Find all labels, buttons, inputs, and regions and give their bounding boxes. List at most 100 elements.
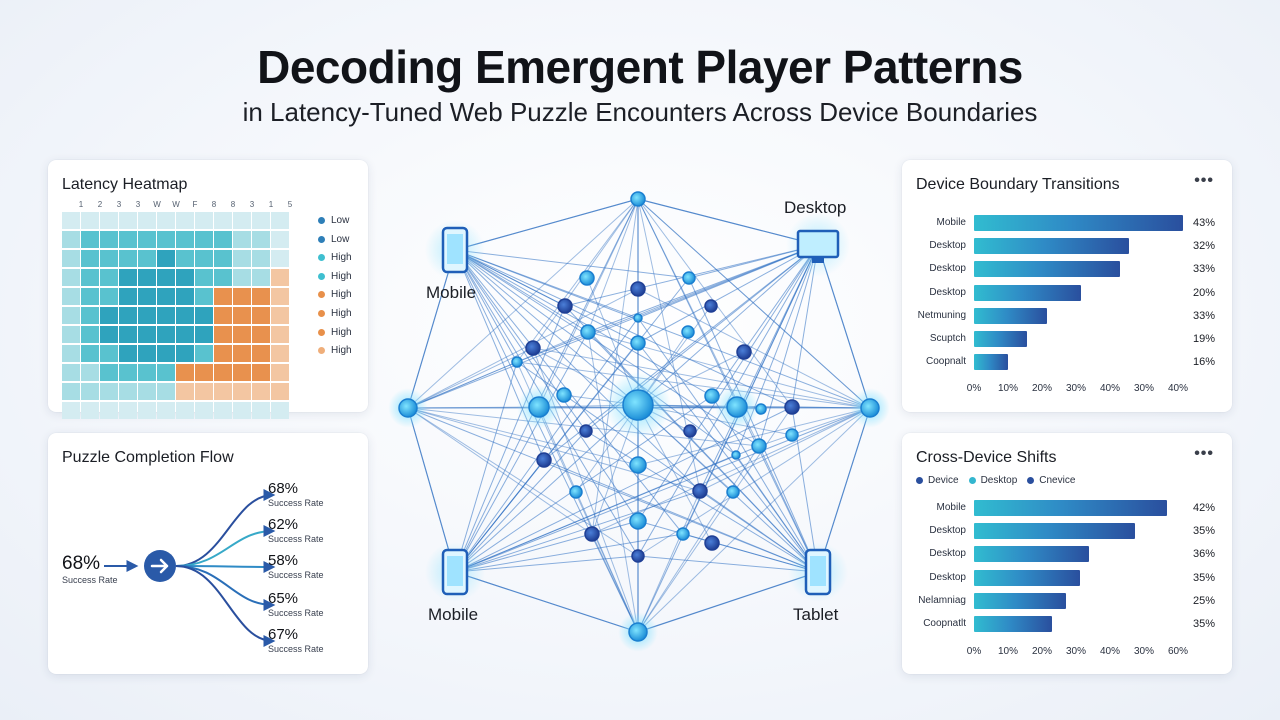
- bar[interactable]: [974, 500, 1168, 516]
- network-node[interactable]: [633, 313, 643, 323]
- heatmap-cell: [233, 307, 251, 324]
- heatmap-cell: [214, 307, 232, 324]
- heatmap-cell: [252, 326, 270, 343]
- network-node[interactable]: [704, 299, 718, 313]
- heatmap-cell: [176, 383, 194, 400]
- network-edge: [454, 331, 589, 573]
- network-node[interactable]: [726, 396, 748, 418]
- network-node[interactable]: [860, 398, 880, 418]
- bar[interactable]: [974, 284, 1081, 301]
- network-node[interactable]: [579, 424, 593, 438]
- heatmap-legend-item: High: [318, 308, 352, 319]
- heatmap-cell: [81, 307, 99, 324]
- heatmap-cell: [214, 345, 232, 362]
- heatmap-cell: [138, 307, 156, 324]
- network-node[interactable]: [569, 485, 583, 499]
- heatmap-cell: [233, 383, 251, 400]
- flow-connector: [175, 565, 276, 611]
- heatmap-cell: [271, 383, 289, 400]
- bar[interactable]: [974, 592, 1066, 609]
- network-node[interactable]: [628, 622, 648, 642]
- network-node[interactable]: [622, 389, 654, 421]
- bar[interactable]: [974, 523, 1135, 540]
- bar[interactable]: [974, 215, 1183, 231]
- bar[interactable]: [974, 569, 1080, 586]
- network-node[interactable]: [580, 324, 596, 340]
- heatmap-cell: [233, 345, 251, 362]
- heatmap-cell: [214, 383, 232, 400]
- network-node[interactable]: [579, 270, 595, 286]
- axis-tick-label: 40%: [1167, 383, 1188, 394]
- bar[interactable]: [974, 616, 1053, 632]
- bar[interactable]: [974, 261, 1120, 278]
- network-node[interactable]: [755, 403, 767, 415]
- network-node[interactable]: [676, 527, 690, 541]
- network-node[interactable]: [784, 399, 800, 415]
- heatmap-cell: [138, 250, 156, 267]
- network-node[interactable]: [630, 335, 646, 351]
- axis-tick-label: 30%: [1133, 383, 1154, 394]
- heatmap-cell: [271, 250, 289, 267]
- mobile-device-icon[interactable]: [425, 542, 485, 602]
- heatmap-cell: [100, 345, 118, 362]
- heatmap-column-label: 5: [287, 200, 293, 209]
- heatmap-cell: [119, 231, 137, 248]
- more-options-icon[interactable]: •••: [1194, 445, 1214, 462]
- network-node[interactable]: [736, 344, 752, 360]
- network-node[interactable]: [630, 191, 646, 207]
- network-node[interactable]: [629, 456, 647, 474]
- heatmap-cell: [119, 307, 137, 324]
- bar[interactable]: [974, 238, 1130, 255]
- heatmap-cell: [157, 402, 175, 419]
- bar-category-label: Nelamniag: [918, 594, 966, 606]
- mobile-device-icon[interactable]: [425, 220, 485, 280]
- desktop-device-icon[interactable]: [786, 213, 850, 277]
- tablet-device-icon[interactable]: [788, 542, 848, 602]
- device-label-mobile-top: Mobile: [426, 283, 477, 302]
- network-node[interactable]: [681, 325, 695, 339]
- network-node[interactable]: [557, 298, 573, 314]
- network-node[interactable]: [751, 438, 767, 454]
- network-node[interactable]: [584, 526, 600, 542]
- bar-value-label: 35%: [1193, 618, 1216, 630]
- network-edge: [516, 361, 871, 409]
- network-edge: [699, 407, 871, 492]
- network-node[interactable]: [692, 483, 708, 499]
- heatmap-cell: [252, 345, 270, 362]
- heatmap-cell: [271, 307, 289, 324]
- network-edge: [407, 407, 593, 535]
- network-node[interactable]: [528, 396, 550, 418]
- bar[interactable]: [974, 307, 1047, 324]
- network-node[interactable]: [731, 450, 741, 460]
- network-node[interactable]: [629, 512, 647, 530]
- network-edge: [532, 347, 871, 409]
- heatmap-cell: [271, 212, 289, 229]
- bar-value-label: 32%: [1193, 240, 1216, 253]
- network-node[interactable]: [631, 549, 645, 563]
- network-node[interactable]: [726, 485, 740, 499]
- heatmap-cell: [119, 212, 137, 229]
- heatmap-cell: [176, 288, 194, 305]
- heatmap-cell: [233, 364, 251, 381]
- network-node[interactable]: [785, 428, 799, 442]
- network-node[interactable]: [511, 356, 523, 368]
- bar[interactable]: [974, 331, 1028, 347]
- network-edge: [637, 445, 760, 633]
- network-node[interactable]: [536, 452, 552, 468]
- network-node[interactable]: [525, 340, 541, 356]
- network-node[interactable]: [398, 398, 418, 418]
- bar[interactable]: [974, 354, 1008, 371]
- network-node[interactable]: [683, 424, 697, 438]
- heatmap-cell: [252, 307, 270, 324]
- network-node[interactable]: [630, 281, 646, 297]
- network-node[interactable]: [704, 535, 720, 551]
- network-edge: [454, 249, 793, 408]
- heatmap-legend-item: High: [318, 327, 352, 338]
- network-edge: [538, 406, 639, 633]
- network-node[interactable]: [682, 271, 696, 285]
- bar[interactable]: [974, 546, 1089, 563]
- network-edge: [591, 198, 639, 535]
- more-options-icon[interactable]: •••: [1194, 172, 1214, 189]
- legend-label: High: [331, 326, 352, 338]
- heatmap-cell: [195, 212, 213, 229]
